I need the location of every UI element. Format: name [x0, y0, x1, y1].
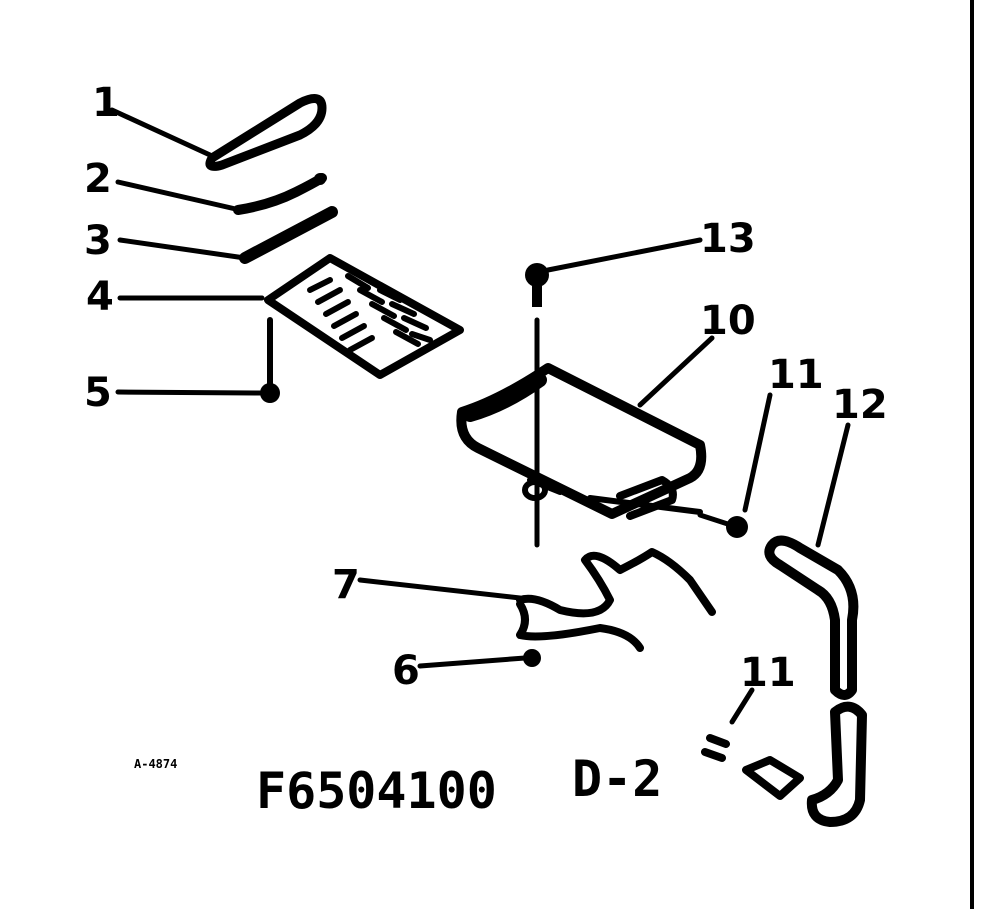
part-13-screw [525, 263, 549, 548]
leader-13 [545, 237, 703, 273]
callout-6: 6 [392, 648, 420, 694]
callout-4: 4 [86, 274, 114, 320]
part-3-bar [239, 206, 338, 264]
leader-7 [357, 577, 523, 601]
part-2-strip [233, 173, 327, 215]
callout-3: 3 [84, 218, 112, 264]
part-11-nut-upper [697, 512, 748, 538]
part-5-screw [260, 317, 280, 403]
leader-12 [815, 422, 851, 548]
callout-2: 2 [84, 156, 112, 202]
leader-11-upper [742, 392, 773, 513]
part-11-nut-lower [701, 734, 804, 800]
part-number: F6504100 [256, 762, 497, 820]
callout-1: 1 [92, 80, 120, 126]
callout-12: 12 [832, 382, 888, 428]
leader-5 [115, 389, 263, 396]
leader-2 [115, 179, 243, 213]
part-6-clip [523, 649, 541, 667]
leader-11-lower [729, 687, 755, 725]
leader-3 [117, 237, 248, 261]
part-7-wire [516, 548, 716, 652]
small-code: A-4874 [134, 757, 177, 771]
part-1-cap [205, 94, 327, 171]
leader-1 [109, 107, 213, 158]
leader-6 [417, 655, 528, 669]
callout-7: 7 [332, 562, 360, 608]
part-4-grille [264, 254, 464, 379]
part-12-tube [764, 535, 867, 827]
leader-10 [637, 335, 715, 408]
callout-11-upper: 11 [768, 352, 824, 398]
part-10-burner-box [456, 363, 707, 520]
section-code: D-2 [572, 750, 662, 808]
callout-11-lower: 11 [740, 650, 796, 696]
callout-5: 5 [84, 370, 112, 416]
callout-10: 10 [700, 298, 756, 344]
callout-13: 13 [700, 216, 756, 262]
